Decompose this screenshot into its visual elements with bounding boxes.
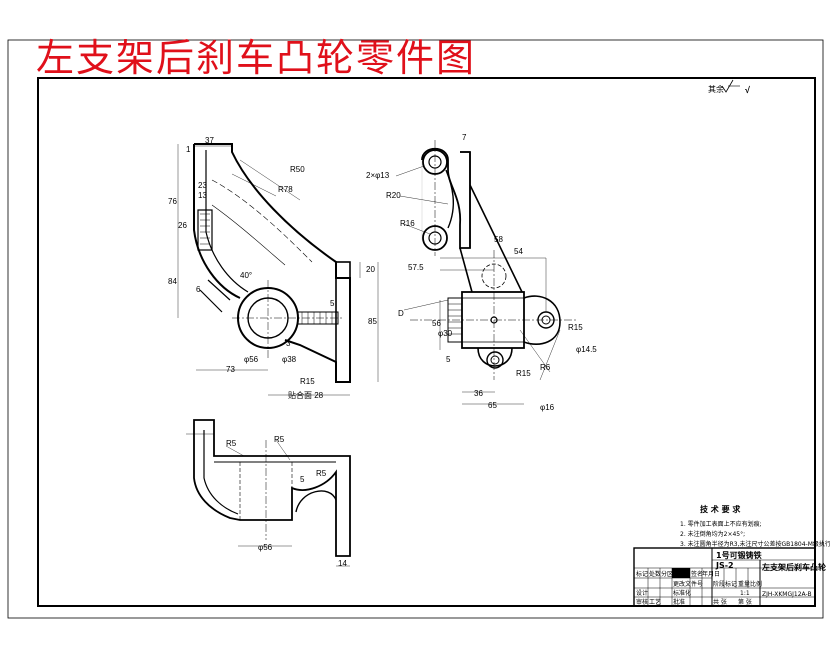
dim-r50: R50 bbox=[290, 165, 305, 174]
top-view bbox=[186, 419, 351, 567]
side-dim-phi14-5: φ14.5 bbox=[576, 345, 597, 354]
surface-roughness-symbol: 其余 √ bbox=[708, 79, 750, 95]
outer-frame bbox=[7, 39, 824, 619]
side-dim-5: 5 bbox=[446, 355, 451, 364]
roughness-symbol: √ bbox=[745, 85, 750, 95]
tb-label-sign: 签名 bbox=[691, 570, 703, 578]
side-dim-54: 54 bbox=[514, 247, 523, 256]
side-view bbox=[395, 140, 576, 405]
dim-37: 37 bbox=[205, 136, 214, 145]
top-dim-r5c: R5 bbox=[316, 469, 327, 478]
dim-85: 85 bbox=[368, 317, 377, 326]
dim-phi56: φ56 bbox=[244, 355, 259, 364]
tech-req-item-3: 3. 未注圆角半径为R3,未注尺寸公差按GB1804-M级执行。 bbox=[680, 540, 830, 548]
tb-label-design: 设计 bbox=[636, 589, 648, 597]
top-view-dimensions: R5 R5 5 R5 φ56 14 bbox=[226, 435, 347, 568]
dim-26: 26 bbox=[178, 221, 187, 230]
tb-label-weight: 重量 bbox=[738, 580, 750, 588]
title-block-scale: 1:1 bbox=[740, 590, 750, 597]
dim-5: 5 bbox=[330, 299, 335, 308]
side-dim-2phi13: 2×φ13 bbox=[366, 171, 390, 180]
dim-3: 3 bbox=[286, 339, 291, 348]
top-dim-5: 5 bbox=[300, 475, 305, 484]
title-block-school: 1号可锻铸铁 bbox=[716, 550, 762, 560]
page-title: 左支架后刹车凸轮零件图 bbox=[36, 36, 477, 80]
tb-label-stage: 阶段标记 bbox=[713, 580, 737, 588]
tech-req-heading: 技 术 要 求 bbox=[700, 504, 741, 514]
side-dim-phi16: φ16 bbox=[540, 403, 555, 412]
top-dim-phi56: φ56 bbox=[258, 543, 273, 552]
tb-label-count: 处数 bbox=[649, 570, 661, 578]
title-block-text: 1号可锻铸铁 JS-2 左支架后刹车凸轮 ZJH-XKMGJ12A-B 1:1 … bbox=[636, 550, 826, 606]
top-dim-r5a: R5 bbox=[226, 439, 237, 448]
dim-23: 23 bbox=[198, 181, 207, 190]
dim-r15: R15 bbox=[300, 377, 315, 386]
front-view bbox=[177, 143, 379, 396]
inner-border bbox=[37, 77, 816, 607]
dim-40deg: 40° bbox=[240, 271, 252, 280]
tb-label-approve: 批准 bbox=[673, 598, 685, 606]
technical-requirements: 技 术 要 求 1. 零件加工表面上不应有划痕; 2. 未注倒角均为2×45°;… bbox=[680, 504, 830, 548]
tb-label-standard: 标准化 bbox=[673, 589, 691, 597]
tb-label-zone: 分区 bbox=[661, 570, 673, 578]
tech-req-item-2: 2. 未注倒角均为2×45°; bbox=[680, 530, 745, 538]
title-block-part-name: 左支架后刹车凸轮 bbox=[761, 562, 826, 572]
dim-1: 1 bbox=[186, 145, 191, 154]
tb-label-process: 工艺 bbox=[649, 598, 661, 606]
side-dim-65: 65 bbox=[488, 401, 497, 410]
side-dim-r20: R20 bbox=[386, 191, 401, 200]
title-block-material: JS-2 bbox=[715, 561, 734, 570]
tb-label-marker: 标记 bbox=[636, 570, 648, 578]
side-dim-r6: R6 bbox=[540, 363, 551, 372]
side-dim-r15: R15 bbox=[568, 323, 583, 332]
dim-6: 6 bbox=[196, 285, 201, 294]
dim-r78: R78 bbox=[278, 185, 293, 194]
tb-label-ratio: 比例 bbox=[750, 580, 762, 588]
side-view-letter-d: D bbox=[398, 309, 404, 318]
dim-13: 13 bbox=[198, 191, 207, 200]
tb-label-sheets-total: 共 张 bbox=[713, 598, 727, 606]
tb-label-date: 年月日 bbox=[702, 570, 720, 578]
side-dim-r15b: R15 bbox=[516, 369, 531, 378]
dim-84: 84 bbox=[168, 277, 177, 286]
dim-73: 73 bbox=[226, 365, 235, 374]
tb-label-sheet-no: 第 张 bbox=[738, 598, 752, 606]
side-dim-r16: R16 bbox=[400, 219, 415, 228]
side-view-dimensions: 7 2×φ13 R20 R16 58 54 57.5 56 φ30 5 36 6… bbox=[366, 133, 597, 412]
front-view-dimensions: 37 1 76 23 13 26 84 6 40° φ56 φ38 73 R15… bbox=[168, 136, 377, 400]
top-dim-14: 14 bbox=[338, 559, 347, 568]
dim-20: 20 bbox=[366, 265, 375, 274]
side-dim-7: 7 bbox=[462, 133, 467, 142]
front-bottom-label: 贴合面 28 bbox=[288, 390, 324, 400]
tech-req-item-1: 1. 零件加工表面上不应有划痕; bbox=[680, 520, 762, 528]
side-dim-57-5: 57.5 bbox=[408, 263, 424, 272]
side-dim-36: 36 bbox=[474, 389, 483, 398]
top-dim-r5b: R5 bbox=[274, 435, 285, 444]
side-dim-phi30: φ30 bbox=[438, 329, 453, 338]
title-block-drawing-no: ZJH-XKMGJ12A-B bbox=[762, 591, 812, 598]
roughness-other-label: 其余 bbox=[708, 84, 724, 94]
side-dim-58: 58 bbox=[494, 235, 503, 244]
dim-phi38: φ38 bbox=[282, 355, 297, 364]
dim-76: 76 bbox=[168, 197, 177, 206]
side-dim-56: 56 bbox=[432, 319, 441, 328]
tb-label-change-doc: 更改文件号 bbox=[673, 580, 703, 588]
tb-label-review: 审核 bbox=[636, 598, 648, 606]
title-block bbox=[633, 547, 816, 607]
